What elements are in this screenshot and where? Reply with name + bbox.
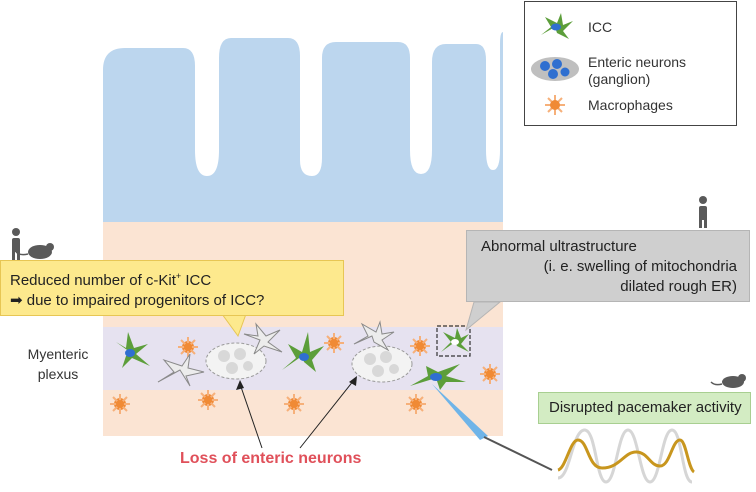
callout-reduced-line2: ➡ due to impaired progenitors of ICC? — [10, 292, 265, 309]
callout-abnormal-line1: Abnormal ultrastructure — [481, 238, 637, 255]
macrophage-icon — [284, 394, 304, 414]
superscript-plus: + — [175, 271, 182, 281]
icc-cell-icon — [541, 13, 573, 39]
callout-reduced-text: Reduced number of c-Kit — [10, 272, 176, 289]
mouse-icon — [710, 374, 746, 388]
macrophage-icon — [406, 394, 426, 414]
legend-icc-label: ICC — [588, 19, 613, 35]
callout-gray-pointer — [465, 301, 502, 332]
arrow-loss-1 — [239, 383, 263, 449]
macrophage-icon — [545, 95, 565, 115]
disrupted-waveform — [557, 438, 696, 474]
callout-pacemaker-text: Disrupted pacemaker activity — [549, 399, 742, 416]
macrophage-icon — [178, 337, 198, 357]
arrow-loss-2 — [299, 379, 355, 449]
human-icon — [12, 228, 20, 260]
icc-cell — [116, 332, 150, 368]
highlight-box — [436, 325, 471, 357]
legend-neurons-label-1: Enteric neurons — [588, 54, 687, 70]
myenteric-label-line1: Myenteric — [27, 346, 89, 362]
macrophage-icon — [110, 394, 130, 414]
callout-reduced-line1: Reduced number of c-Kit+ ICC — [10, 266, 343, 291]
loss-of-neurons-label: Loss of enteric neurons — [180, 450, 362, 467]
callout-abnormal-line2: (i. e. swelling of mitochondria — [543, 258, 737, 275]
ganglion-icon — [531, 57, 579, 81]
icc-cell-faded — [243, 322, 283, 355]
villus-gap — [195, 38, 219, 66]
callout-abnormal-ultrastructure: Abnormal ultrastructure (i. e. swelling … — [466, 230, 750, 302]
normal-waveform — [557, 428, 693, 484]
macrophage-icon — [480, 364, 500, 384]
arrowhead — [236, 380, 244, 390]
callout-pacemaker: Disrupted pacemaker activity — [538, 392, 751, 424]
callout-reduced-text-end: ICC — [181, 272, 212, 289]
ganglion-faded — [205, 342, 267, 380]
legend-macrophages-label: Macrophages — [588, 97, 673, 113]
icc-cell-faded — [157, 353, 205, 387]
icc-cell — [282, 332, 324, 372]
arrowhead — [349, 376, 357, 386]
myenteric-plexus-label: Myenteric plexus — [18, 344, 98, 384]
probe-wire — [483, 436, 553, 471]
legend-neurons-label-2: (ganglion) — [588, 71, 651, 87]
icc-cell — [410, 364, 466, 390]
macrophage-icon — [198, 390, 218, 410]
human-icon — [699, 196, 707, 228]
macrophage-icon — [324, 333, 344, 353]
legend: ICC Enteric neurons (ganglion) Macrophag… — [524, 1, 737, 126]
ganglion-faded — [351, 345, 413, 383]
mucosa-villi — [103, 32, 503, 222]
myenteric-label-line2: plexus — [37, 366, 79, 382]
probe-icon — [432, 384, 488, 440]
macrophage-icon — [410, 336, 430, 356]
mouse-icon — [15, 243, 54, 259]
icc-cell-faded — [353, 320, 395, 352]
callout-reduced-icc: Reduced number of c-Kit+ ICC ➡ due to im… — [0, 260, 344, 316]
icc-cell-highlighted — [441, 328, 469, 352]
callout-abnormal-line3: dilated rough ER) — [620, 278, 737, 295]
